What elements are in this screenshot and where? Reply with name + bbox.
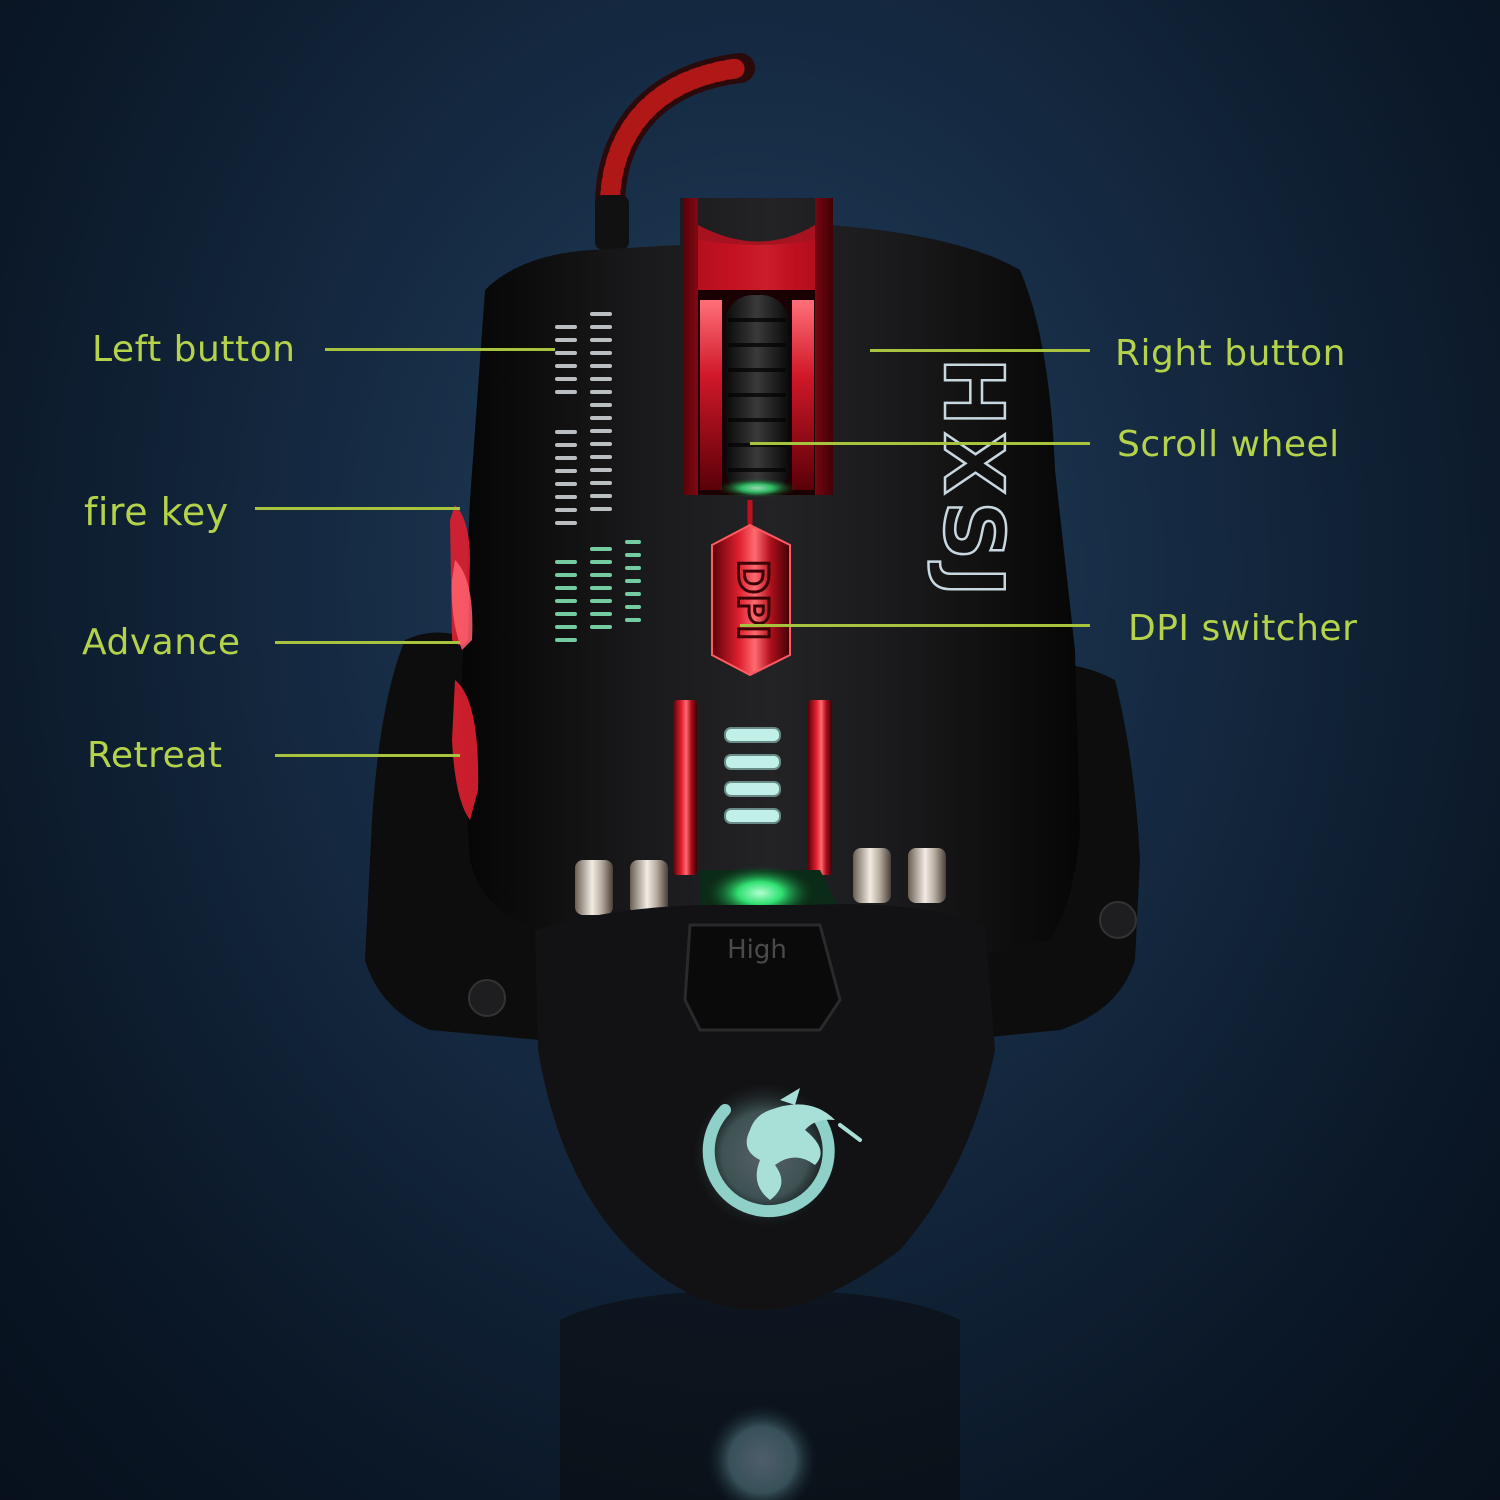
right-chrome-trim	[808, 700, 832, 875]
callout-line-right-button	[870, 349, 1090, 352]
callout-right-button: Right button	[1115, 333, 1346, 374]
dpi-indicator-lights	[724, 727, 781, 824]
callout-left-button: Left button	[92, 329, 296, 370]
callout-line-retreat	[275, 754, 460, 757]
callout-line-left-button	[325, 348, 555, 351]
dpi-button-label: DPI	[729, 559, 778, 640]
callout-line-advance	[275, 641, 460, 644]
callout-line-dpi-switcher	[740, 624, 1090, 627]
palm-rest-text: High	[727, 935, 787, 965]
callout-advance: Advance	[82, 622, 241, 663]
callout-retreat: Retreat	[87, 735, 223, 776]
brand-logotype: HXSJ	[925, 357, 1020, 602]
callout-dpi-switcher: DPI switcher	[1128, 608, 1358, 649]
scroll-wheel[interactable]	[717, 295, 797, 498]
callout-line-scroll-wheel	[750, 442, 1090, 445]
mouse-reflection	[560, 1290, 960, 1500]
dpi-button[interactable]: DPI	[711, 500, 791, 677]
callout-fire-key: fire key	[84, 490, 229, 534]
cable-strain-relief	[595, 195, 629, 250]
left-button-dot-pattern	[555, 312, 641, 642]
weight-cartridges	[575, 848, 946, 915]
advance-button[interactable]	[451, 560, 473, 650]
retreat-button[interactable]	[452, 680, 479, 820]
left-chrome-trim	[673, 700, 697, 875]
callout-scroll-wheel: Scroll wheel	[1117, 424, 1340, 465]
callout-line-fire-key	[255, 507, 460, 510]
dragon-logo-icon	[693, 1083, 862, 1227]
